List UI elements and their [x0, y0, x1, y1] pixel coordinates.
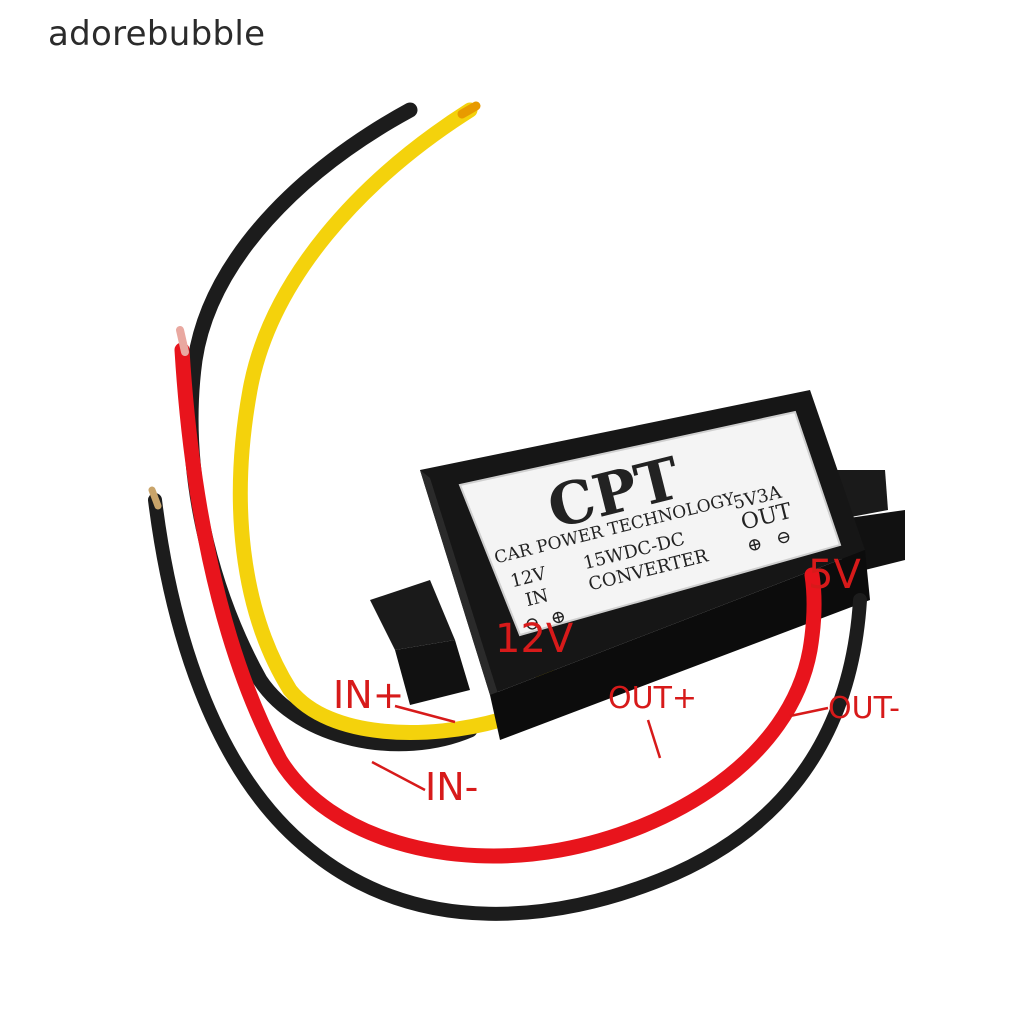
- output-minus-icon: ⊖: [774, 526, 794, 550]
- input-plus-icon: ⊕: [549, 606, 569, 630]
- output-plus-icon: ⊕: [745, 533, 765, 557]
- in-minus-pointer: [371, 760, 426, 792]
- in-plus-annotation: IN+: [333, 673, 404, 717]
- yellow-wire-tip: [457, 101, 481, 119]
- annotation-pointers: [371, 704, 829, 792]
- output-voltage-annotation: 5V: [808, 552, 861, 598]
- out-plus-annotation: OUT+: [608, 681, 697, 716]
- input-voltage-annotation: 12V: [495, 616, 574, 662]
- input-minus-icon: ⊖: [522, 612, 542, 636]
- out-plus-pointer: [646, 719, 662, 759]
- black-front-wire: [148, 493, 867, 921]
- red-wire-tip: [176, 326, 189, 356]
- out-minus-annotation: OUT-: [828, 691, 900, 726]
- output-wires: [148, 326, 867, 921]
- red-wire: [174, 342, 822, 864]
- out-minus-pointer: [789, 706, 829, 718]
- converter-housing: [370, 390, 905, 740]
- in-plus-pointer: [394, 704, 456, 724]
- in-minus-annotation: IN-: [425, 765, 478, 809]
- black-wire-tip: [148, 486, 162, 510]
- watermark-text: adorebubble: [48, 14, 266, 54]
